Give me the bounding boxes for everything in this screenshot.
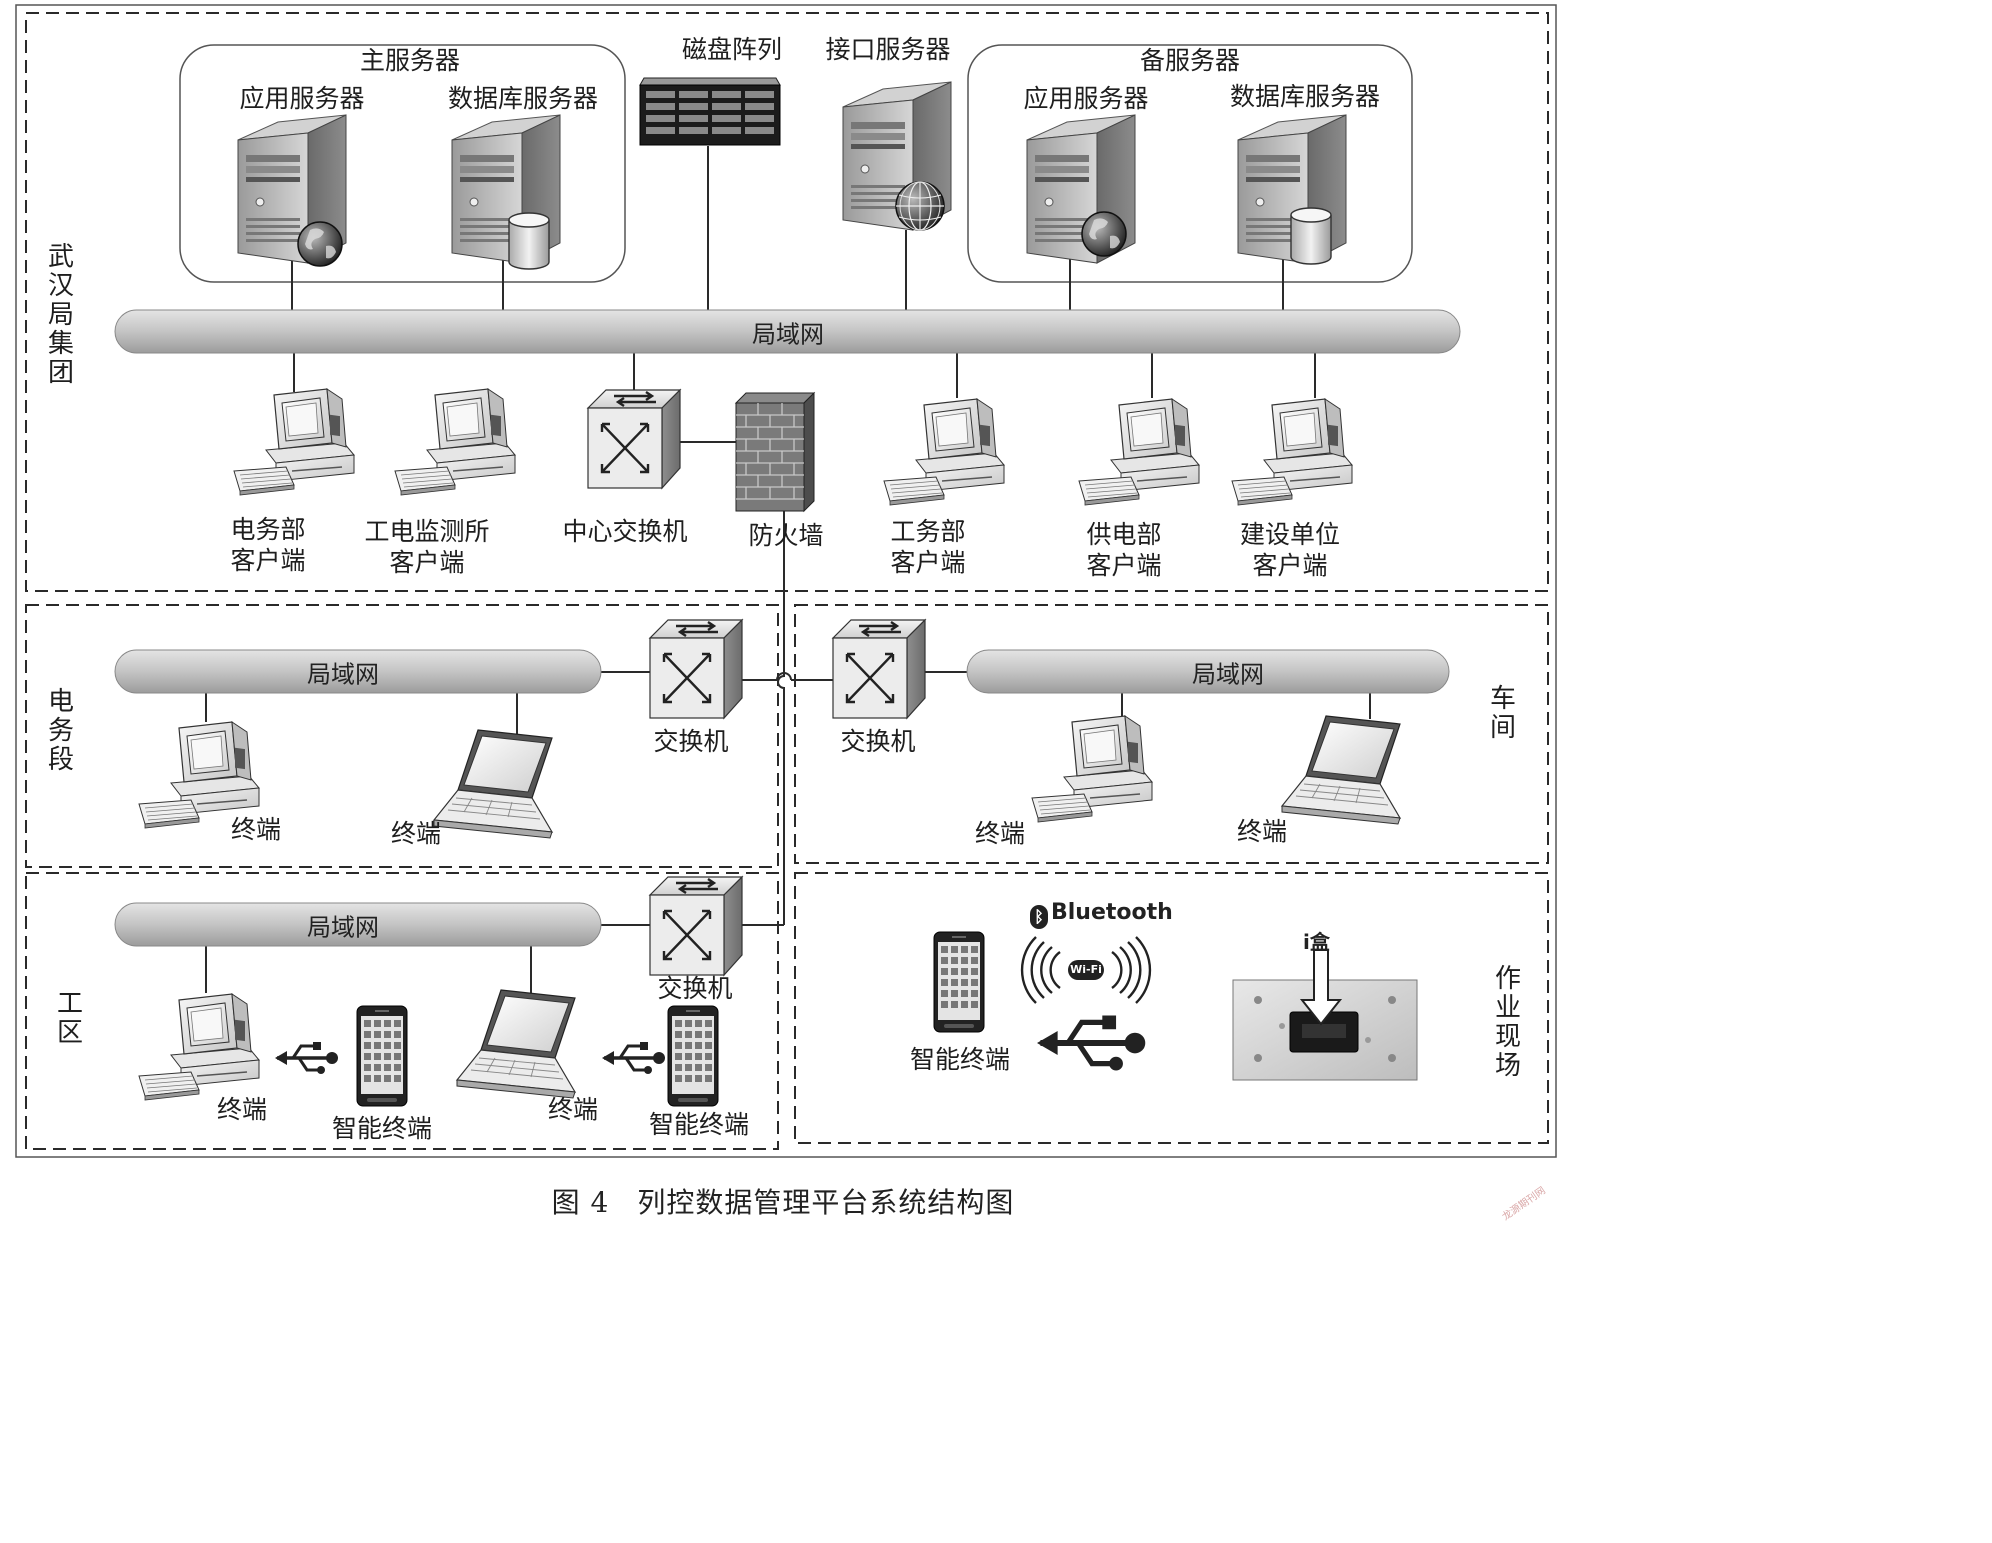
- interface-server-label: 接口服务器: [825, 35, 951, 64]
- work-area-switch-icon: [648, 875, 744, 977]
- backup-db-database-icon: [1290, 207, 1332, 265]
- firewall-label: 防火墙: [748, 521, 824, 550]
- bureau-region-border: [25, 12, 1549, 592]
- work-area-smart-terminal-label-1: 智能终端: [331, 1114, 433, 1143]
- workshop-terminal-label-2: 终端: [1236, 817, 1288, 846]
- depot-switch-icon: [648, 618, 744, 720]
- field-region-border: [794, 872, 1549, 1144]
- work-area-smart-terminal-label-2: 智能终端: [648, 1110, 750, 1139]
- builder-label-line1: 建设单位: [1239, 520, 1341, 549]
- backup-server-group-label: 备服务器: [1139, 46, 1241, 75]
- power-dept-client-computer-icon: [1078, 398, 1200, 506]
- signal-dept-label-line2: 客户端: [230, 546, 306, 575]
- workshop-terminal-computer-icon: [1031, 715, 1153, 823]
- field-smart-terminal-icon: [933, 931, 985, 1033]
- backup-app-server-label: 应用服务器: [1023, 84, 1149, 113]
- ibox-pointer-arrow: [1299, 949, 1343, 1026]
- figure-caption: 图 4 列控数据管理平台系统结构图: [552, 1181, 1015, 1221]
- disk-array-label: 磁盘阵列: [681, 35, 783, 64]
- depot-terminal-computer-icon: [138, 721, 260, 829]
- figure-number: 图 4: [551, 1186, 610, 1219]
- bureau-lan-bar: [114, 309, 1461, 354]
- connection-lines: [205, 146, 1371, 995]
- bluetooth-icon: ᛒ: [1030, 905, 1048, 929]
- field-smart-terminal-label: 智能终端: [909, 1045, 1011, 1074]
- work-area-smart-terminal-icon-2: [667, 1005, 719, 1107]
- depot-terminal-label-1: 终端: [230, 815, 282, 844]
- work-area-switch-label: 交换机: [657, 974, 733, 1003]
- power-dept-label-line2: 客户端: [1086, 551, 1162, 580]
- workshop-lan-bar: [966, 649, 1450, 694]
- depot-lan-label: 局域网: [307, 660, 379, 689]
- figure-title: 列控数据管理平台系统结构图: [637, 1186, 1015, 1219]
- signal-dept-label-line1: 电务部: [230, 515, 306, 544]
- monitoring-station-client-computer-icon: [394, 388, 516, 496]
- backup-db-server-label: 数据库服务器: [1229, 82, 1381, 111]
- signal-dept-client-computer-icon: [233, 388, 355, 496]
- core-switch-label: 中心交换机: [562, 517, 688, 546]
- depot-terminal-laptop-icon: [433, 729, 553, 839]
- monitoring-station-label-line1: 工电监测所: [364, 517, 490, 546]
- backup-server-group-box: [967, 44, 1413, 283]
- region-label-work-area: 工区: [56, 989, 83, 1048]
- disk-array-icon: [639, 77, 781, 146]
- bluetooth-text: Bluetooth: [1051, 900, 1173, 925]
- backup-app-globe-icon: [1081, 211, 1127, 257]
- work-area-lan-label: 局域网: [307, 913, 379, 942]
- interface-server-globe-icon: [895, 181, 945, 231]
- works-dept-label-line1: 工务部: [890, 517, 966, 546]
- builder-client-computer-icon: [1231, 398, 1353, 506]
- power-dept-label-line1: 供电部: [1086, 520, 1162, 549]
- depot-terminal-label-2: 终端: [390, 819, 442, 848]
- region-label-depot: 电务段: [47, 687, 74, 775]
- ibox-label: i盒: [1303, 930, 1330, 954]
- builder-label-line2: 客户端: [1252, 551, 1328, 580]
- main-db-server-label: 数据库服务器: [447, 84, 599, 113]
- main-app-globe-icon: [297, 221, 343, 267]
- workshop-lan-label: 局域网: [1192, 660, 1264, 689]
- network-architecture-diagram: [15, 4, 1557, 1158]
- work-area-terminal-computer-icon: [138, 993, 260, 1101]
- depot-lan-bar: [114, 649, 602, 694]
- ibox-device-icon: [1232, 979, 1418, 1081]
- firewall-icon: [735, 392, 815, 512]
- work-area-terminal-label-1: 终端: [216, 1095, 268, 1124]
- works-dept-label-line2: 客户端: [890, 548, 966, 577]
- work-area-terminal-label-2: 终端: [547, 1095, 599, 1124]
- bureau-lan-label: 局域网: [752, 320, 824, 349]
- region-label-bureau: 武汉局集团: [47, 242, 74, 388]
- work-area-terminal-laptop-icon: [456, 989, 576, 1099]
- work-area-region-border: [25, 872, 779, 1150]
- works-dept-client-computer-icon: [883, 398, 1005, 506]
- work-area-usb-icon-1: [273, 1040, 340, 1076]
- main-server-group-box: [179, 44, 626, 283]
- field-usb-icon: [1037, 1016, 1145, 1071]
- core-switch-icon: [586, 388, 682, 490]
- region-label-workshop: 车间: [1489, 684, 1516, 743]
- workshop-switch-icon: [831, 618, 927, 720]
- workshop-switch-label: 交换机: [840, 727, 916, 756]
- work-area-usb-icon-2: [600, 1040, 667, 1076]
- depot-region-border: [25, 604, 779, 868]
- work-area-lan-bar: [114, 902, 602, 947]
- monitoring-station-label-line2: 客户端: [389, 548, 465, 577]
- outer-frame: [15, 4, 1557, 1158]
- main-db-database-icon: [508, 212, 550, 270]
- main-server-group-label: 主服务器: [359, 46, 461, 75]
- workshop-region-border: [794, 604, 1549, 864]
- wifi-label: Wi-Fi: [1070, 963, 1102, 976]
- region-label-field: 作业现场: [1494, 964, 1521, 1081]
- main-app-server-label: 应用服务器: [239, 84, 365, 113]
- workshop-terminal-label-1: 终端: [974, 819, 1026, 848]
- depot-switch-label: 交换机: [653, 727, 729, 756]
- workshop-terminal-laptop-icon: [1281, 715, 1401, 825]
- wifi-icon: [1020, 936, 1152, 1004]
- work-area-smart-terminal-icon-1: [356, 1005, 408, 1107]
